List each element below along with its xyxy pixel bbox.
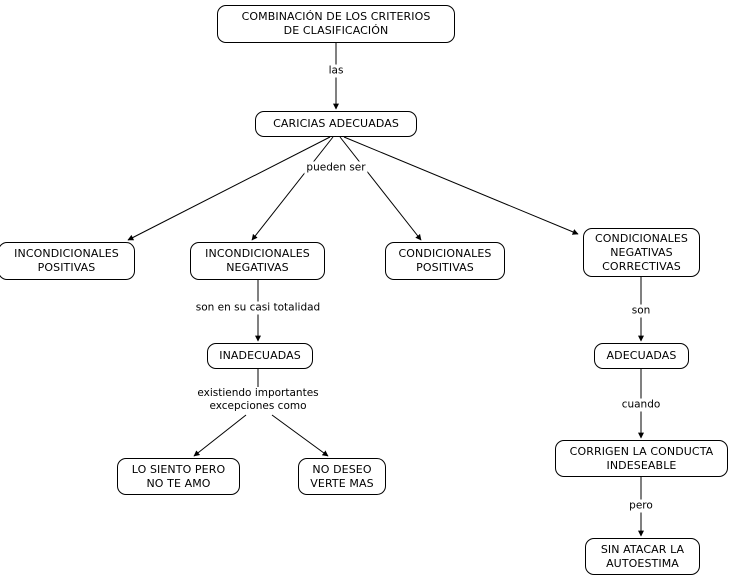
node-adecuadas[interactable]: ADECUADAS: [594, 343, 689, 369]
node-incond_neg[interactable]: INCONDICIONALES NEGATIVAS: [190, 242, 325, 280]
node-cond_pos[interactable]: CONDICIONALES POSITIVAS: [385, 242, 505, 280]
node-inadecuadas[interactable]: INADECUADAS: [207, 343, 313, 369]
node-caricias[interactable]: CARICIAS ADECUADAS: [255, 111, 417, 137]
connector-e-caricias-cneg: [343, 136, 579, 235]
edge-label-e-root-caricias: las: [326, 64, 346, 78]
connector-e-caricias-ipos: [127, 136, 331, 241]
edge-label-e-hub-label: pueden ser: [304, 161, 368, 175]
edge-label-e-cneg-adecuadas: son: [629, 304, 653, 318]
node-cond_neg[interactable]: CONDICIONALES NEGATIVAS CORRECTIVAS: [583, 228, 700, 277]
edge-label-e-corr-sinatacar: pero: [627, 499, 655, 513]
node-corrigen[interactable]: CORRIGEN LA CONDUCTA INDESEABLE: [555, 440, 728, 477]
node-lo_siento[interactable]: LO SIENTO PERO NO TE AMO: [117, 458, 240, 495]
node-root[interactable]: COMBINACIÓN DE LOS CRITERIOS DE CLASIFIC…: [217, 5, 455, 43]
connector-e-caricias-ineg: [251, 136, 334, 241]
connector-e-caricias-cpos: [339, 136, 422, 241]
edge-label-e-adec-corrigen: cuando: [619, 398, 663, 412]
node-no_deseo[interactable]: NO DESEO VERTE MAS: [298, 458, 386, 495]
connector-e-inad-losiento: [193, 414, 247, 457]
node-sin_atacar[interactable]: SIN ATACAR LA AUTOESTIMA: [585, 538, 700, 575]
edge-label-e-inad-losiento: existiendo importantes excepciones como: [195, 387, 321, 413]
edge-label-e-ineg-inadecuadas: son en su casi totalidad: [193, 301, 323, 315]
connector-e-inad-nodeseo: [271, 414, 329, 457]
node-incond_pos[interactable]: INCONDICIONALES POSITIVAS: [0, 242, 135, 280]
